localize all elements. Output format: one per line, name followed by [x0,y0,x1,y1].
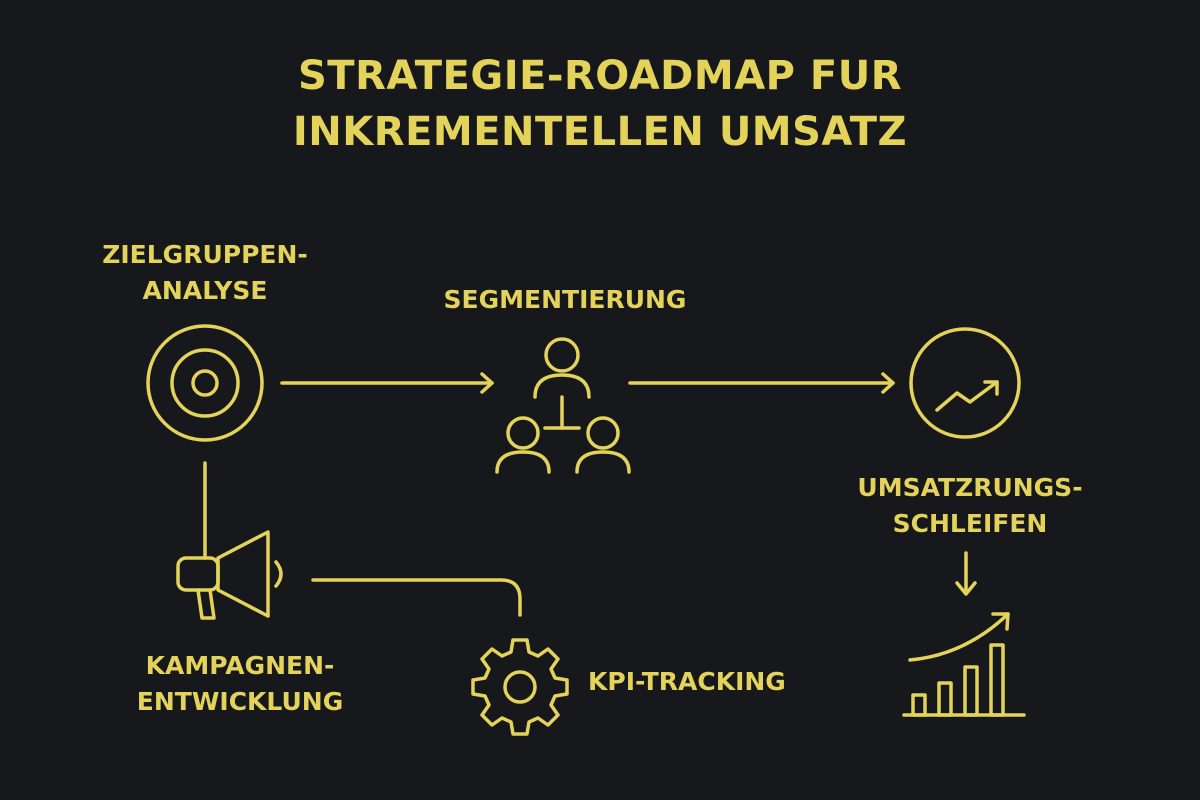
bar-growth-icon [902,612,1026,717]
connector-megaphone-gear [311,578,522,617]
label-zielgruppen-line-2: ANALYSE [142,276,268,305]
arrow-to-umsatz [628,372,895,394]
target-icon [146,324,264,442]
title-line-2: INKREMENTELLEN UMSATZ [292,109,908,155]
label-umsatzrungs-line-1: UMSATZRUNGS- [857,473,1083,502]
label-segmentierung: SEGMENTIERUNG [443,285,687,314]
title-line-1: STRATEGIE-ROADMAP FUR [298,53,902,99]
label-kampagnen-line-1: KAMPAGNEN- [145,651,335,680]
label-kampagnen-line-2: ENTWICKLUNG [136,687,344,716]
down-arrow-icon [955,551,977,596]
label-umsatzrungs-line-2: SCHLEIFEN [892,509,1048,538]
label-umsatzrungs-schleifen: UMSATZRUNGS- SCHLEIFEN [835,470,1105,542]
page-title: STRATEGIE-ROADMAP FUR INKREMENTELLEN UMS… [0,48,1200,160]
label-kampagnen-entwicklung: KAMPAGNEN- ENTWICKLUNG [105,648,375,720]
gear-icon [471,638,569,736]
people-hierarchy-icon [495,337,631,474]
megaphone-icon [176,530,283,620]
label-zielgruppen-analyse: ZIELGRUPPEN- ANALYSE [90,237,320,309]
arrow-to-segmentierung [280,372,494,394]
label-zielgruppen-line-1: ZIELGRUPPEN- [102,240,308,269]
label-kpi-tracking: KPI-TRACKING [588,667,786,696]
trend-circle-icon [909,327,1021,439]
